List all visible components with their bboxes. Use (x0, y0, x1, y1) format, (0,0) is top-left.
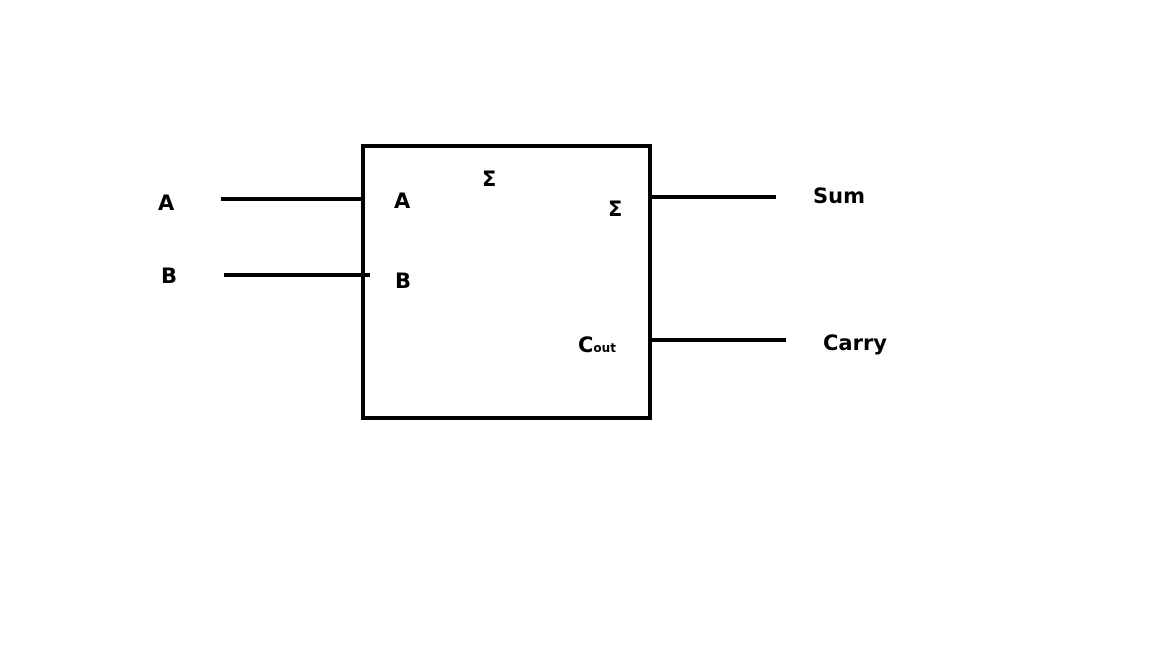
output-sum-label: Sum (813, 184, 865, 208)
sigma-symbol-top: Σ (482, 167, 496, 191)
pin-cout-label: Cout (578, 333, 616, 357)
pin-sum-label: Σ (608, 197, 622, 221)
pin-cout-subscript: out (593, 341, 616, 355)
pin-a-label: A (394, 189, 411, 213)
input-a-label: A (158, 191, 175, 215)
pin-cout-main: C (578, 333, 593, 357)
output-carry-label: Carry (823, 331, 887, 355)
pin-b-label: B (395, 269, 411, 293)
input-b-label: B (161, 264, 177, 288)
adder-block (361, 144, 652, 420)
